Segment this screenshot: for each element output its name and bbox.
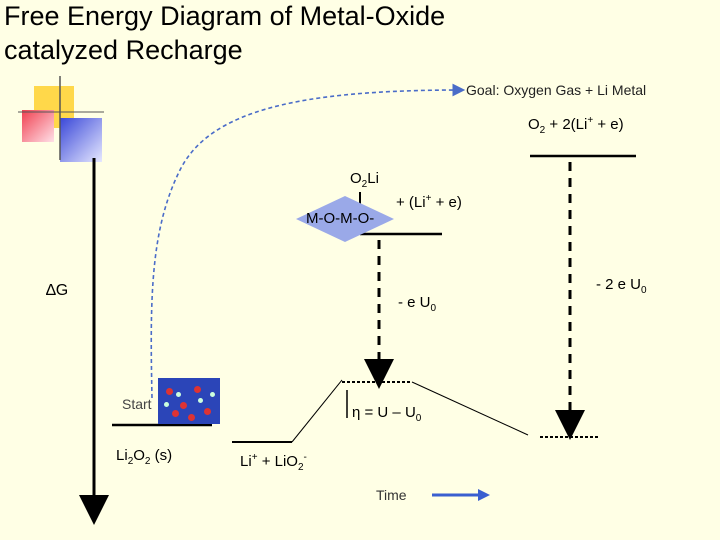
minus-eu0-label: - e U0 [398,294,437,314]
catalyst-label: M-O-M-O- [306,210,375,227]
molecule-structure-image [158,378,220,424]
goal-label: Goal: Oxygen Gas + Li Metal [466,82,647,98]
goal-curve [150,83,466,399]
drop-o2li [411,381,529,436]
top-state-label: O2 + 2(Li+ + e) [528,115,624,136]
start-label: Start [122,396,152,412]
rise-lio2-to-o2li [291,379,343,443]
catalyst-diamond [296,196,394,242]
o2li-label: O2Li [350,170,379,190]
li-e-label: + (Li+ + e) [396,193,462,211]
page-title-line1: Free Energy Diagram of Metal-Oxide [4,1,446,31]
lio2-label: Li+ + LiO2- [240,452,307,473]
time-arrow-head-icon [478,489,490,501]
time-label: Time [376,487,407,503]
delta-g-label: ∆G [46,282,69,299]
minus-2eu0-label: - 2 e U0 [596,276,647,296]
eta-label: η = U – U0 [352,404,422,424]
page-title-line2: catalyzed Recharge [4,35,243,65]
li2o2-label: Li2O2 (s) [116,447,173,467]
logo-squares-icon [18,76,104,162]
